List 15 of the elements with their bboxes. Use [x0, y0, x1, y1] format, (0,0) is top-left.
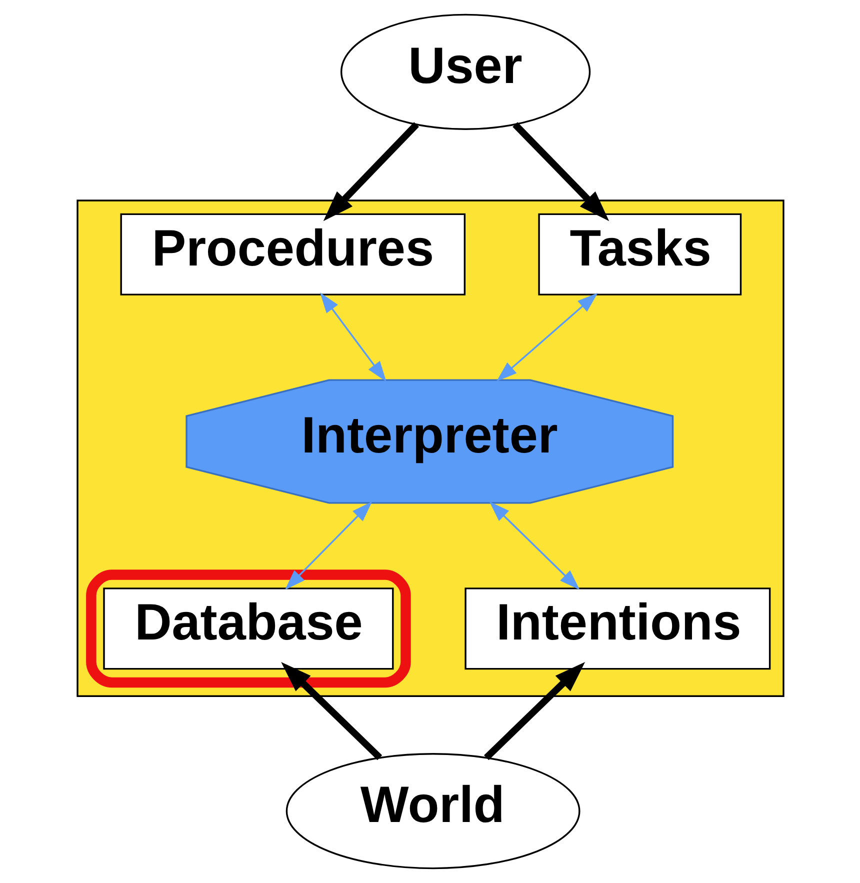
arrow	[322, 122, 418, 222]
node-box: Intentions	[464, 588, 770, 670]
arrow	[320, 292, 386, 382]
arrow	[488, 502, 580, 590]
arrow	[280, 662, 382, 760]
node-box: Procedures	[120, 213, 466, 296]
arrow	[496, 292, 598, 382]
node-box: Tasks	[538, 213, 742, 296]
node-ellipse: World	[285, 753, 580, 870]
node-box: Database	[102, 588, 394, 670]
node-ellipse: User	[340, 14, 590, 130]
arrow	[483, 662, 585, 760]
cluster	[76, 200, 784, 697]
arrow	[512, 122, 609, 222]
arrow	[284, 502, 372, 590]
